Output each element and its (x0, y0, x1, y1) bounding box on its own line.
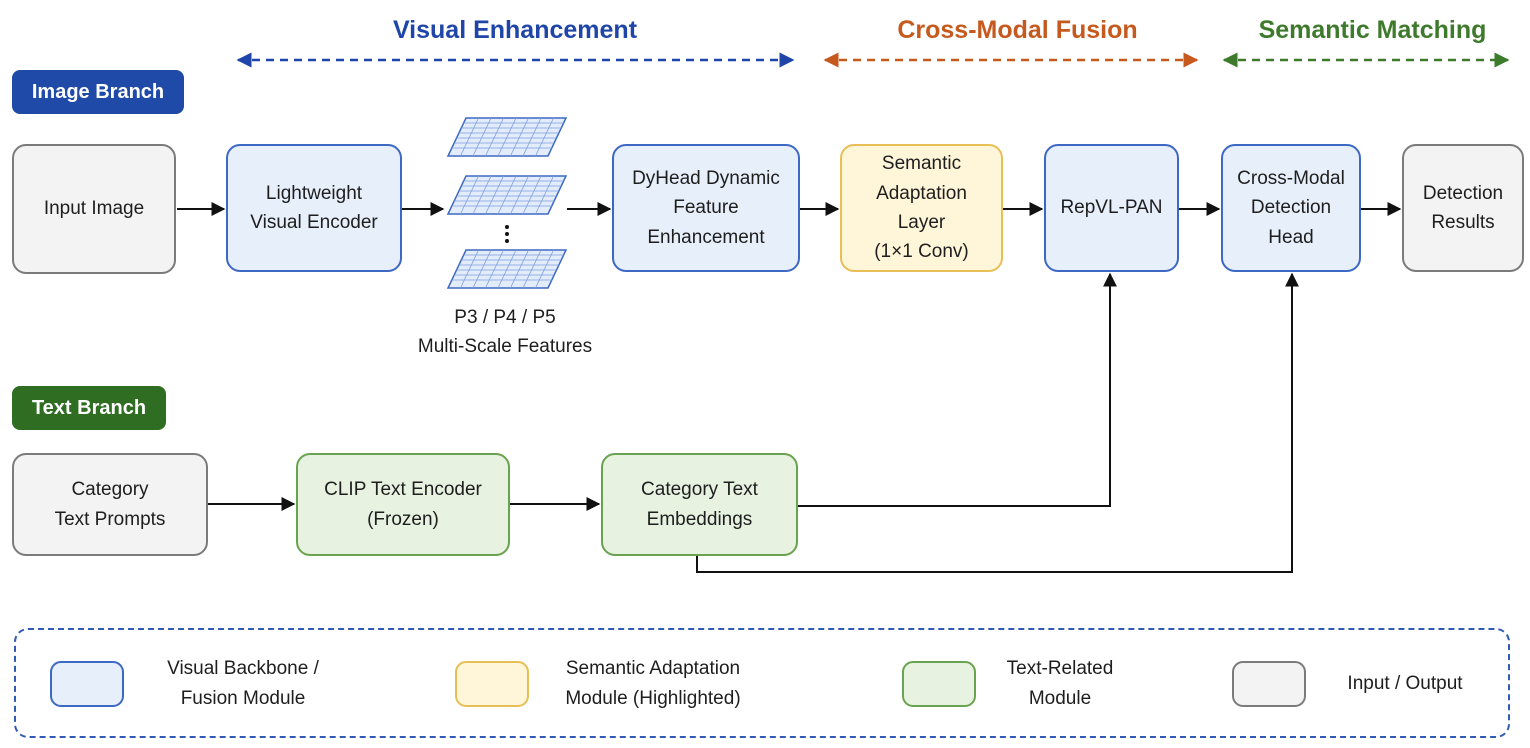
category-prompts-node: Category Text Prompts (12, 453, 208, 556)
legend-label-semantic-adaptation: Semantic Adaptation Module (Highlighted) (565, 658, 741, 710)
phase-semantic-matching: Semantic Matching (1258, 16, 1487, 44)
image-branch-tag: Image Branch (12, 70, 184, 114)
repvl-pan-node: RepVL-PAN (1044, 144, 1179, 272)
legend-panel (14, 628, 1510, 738)
phase-cross-modal-fusion: Cross-Modal Fusion (897, 16, 1138, 44)
arrow-embeddings-to-head (696, 272, 1299, 573)
detection-head-node: Cross-Modal Detection Head (1221, 144, 1361, 272)
feature-map-p5-icon (446, 249, 568, 289)
semantic-adaptation-node: Semantic Adaptation Layer (1×1 Conv) (840, 144, 1003, 272)
text-embeddings-node: Category Text Embeddings (601, 453, 798, 556)
legend-swatch-visual-backbone (50, 661, 124, 707)
clip-text-encoder-node: CLIP Text Encoder (Frozen) (296, 453, 510, 556)
feature-map-p3-icon (446, 117, 568, 157)
phase-visual-enhancement: Visual Enhancement (392, 16, 638, 44)
feature-map-p4-icon (446, 175, 568, 215)
legend-swatch-input-output (1232, 661, 1306, 707)
dyhead-node: DyHead Dynamic Feature Enhancement (612, 144, 800, 272)
feature-map-stack-icon (446, 117, 568, 289)
text-branch-tag: Text Branch (12, 386, 166, 430)
arrow-embeddings-to-repvl (798, 272, 1117, 507)
detection-results-node: Detection Results (1402, 144, 1524, 272)
legend-swatch-semantic-adaptation (455, 661, 529, 707)
feature-map-ellipsis-icon (505, 225, 509, 243)
legend-label-visual-backbone: Visual Backbone / Fusion Module (167, 658, 319, 710)
visual-encoder-node: Lightweight Visual Encoder (226, 144, 402, 272)
legend-label-text-module: Text-Related Module (1006, 658, 1114, 710)
legend-label-input-output: Input / Output (1347, 673, 1463, 694)
legend-swatch-text-module (902, 661, 976, 707)
input-image-node: Input Image (12, 144, 176, 274)
multi-scale-features-caption: P3 / P4 / P5 Multi-Scale Features (417, 307, 593, 358)
